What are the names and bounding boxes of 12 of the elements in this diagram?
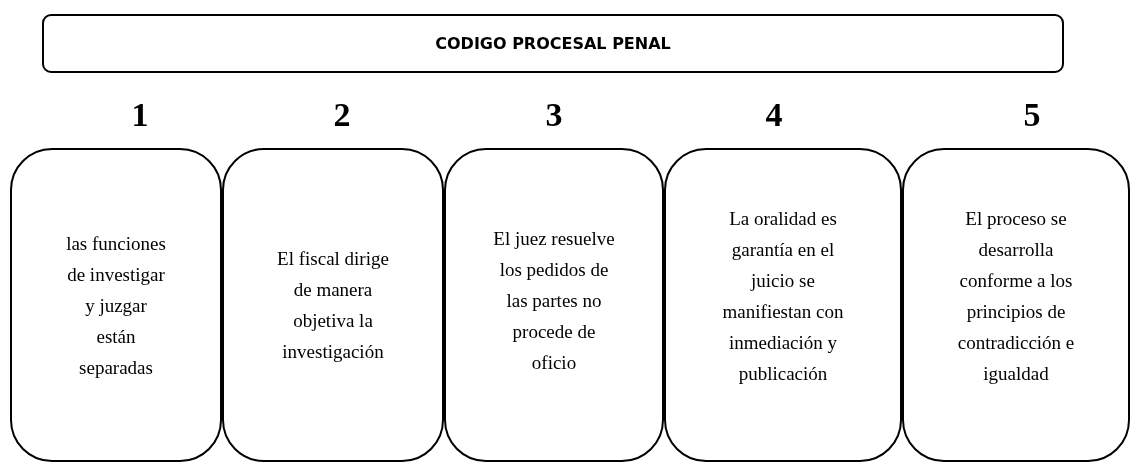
step-number: 2: [333, 95, 351, 135]
box-text: La oralidad es garantía en el juicio se manifiestan con inmediación y publicación: [721, 207, 845, 386]
step-number: 4: [765, 95, 783, 135]
box-text: El proceso se desarrolla conforme a los principios de contradicción e igualdad: [956, 207, 1076, 386]
box-text: El fiscal dirige de manera objetiva la investigación: [276, 247, 390, 364]
box-text: El juez resuelve los pedidos de las partes no procede de oficio: [492, 226, 616, 375]
title-text: CODIGO PROCESAL PENAL: [435, 34, 671, 53]
step-number: 3: [545, 95, 563, 135]
box-text: las funciones de investigar y juzgar están separadas: [65, 231, 167, 380]
step-number: 1: [131, 95, 149, 135]
title-box: [42, 14, 1064, 73]
step-number: 5: [1023, 95, 1041, 135]
